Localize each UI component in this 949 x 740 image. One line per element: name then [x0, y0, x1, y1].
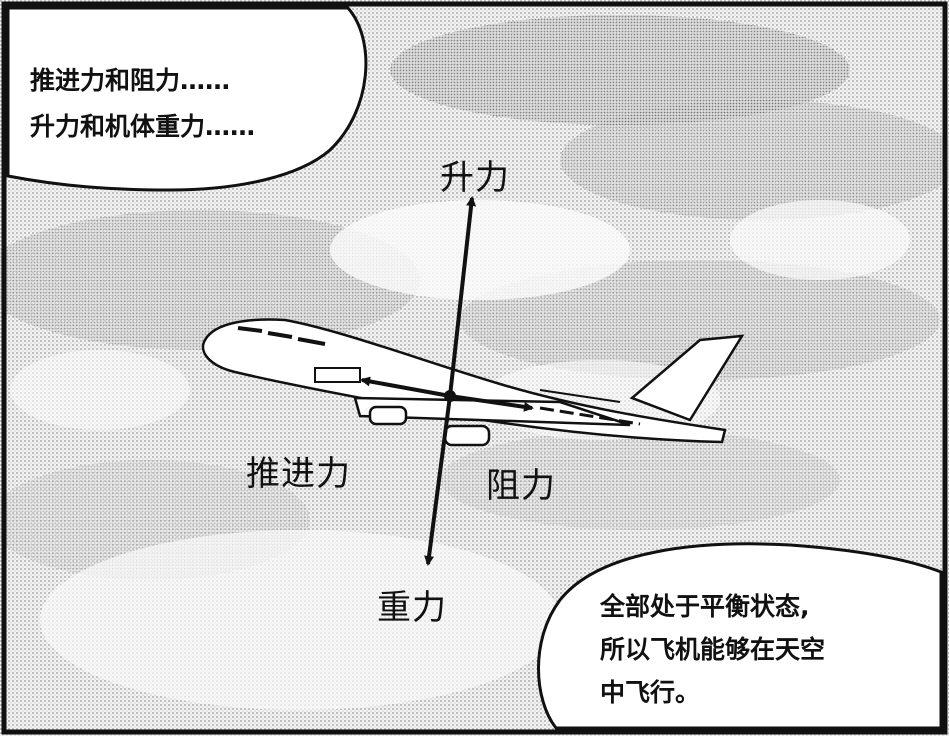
speech-top-line1: 推进力和阻力……	[30, 66, 231, 95]
speech-top-line2: 升力和机体重力……	[30, 112, 256, 141]
speech-bubble-bottom	[537, 542, 943, 730]
speech-bottom-line2: 所以飞机能够在天空	[600, 635, 826, 664]
drag-label: 阻力	[486, 466, 556, 506]
speech-bottom-line3: 中飞行。	[600, 678, 701, 707]
gravity-label: 重力	[377, 588, 447, 628]
lift-arrow	[448, 196, 477, 397]
lift-label: 升力	[440, 158, 510, 198]
speech-text-top: 推进力和阻力…… 升力和机体重力……	[30, 58, 255, 150]
force-arrows	[360, 196, 534, 566]
drag-arrow	[449, 394, 534, 412]
thrust-label: 推进力	[246, 454, 351, 494]
speech-text-bottom: 全部处于平衡状态, 所以飞机能够在天空 中飞行。	[600, 585, 825, 714]
thrust-arrow	[360, 376, 451, 398]
speech-bottom-line1: 全部处于平衡状态,	[600, 592, 810, 621]
center-of-gravity-dot	[444, 390, 456, 402]
speech-bubble-top	[6, 6, 368, 192]
airplane	[201, 318, 745, 447]
gravity-arrow	[424, 395, 452, 566]
